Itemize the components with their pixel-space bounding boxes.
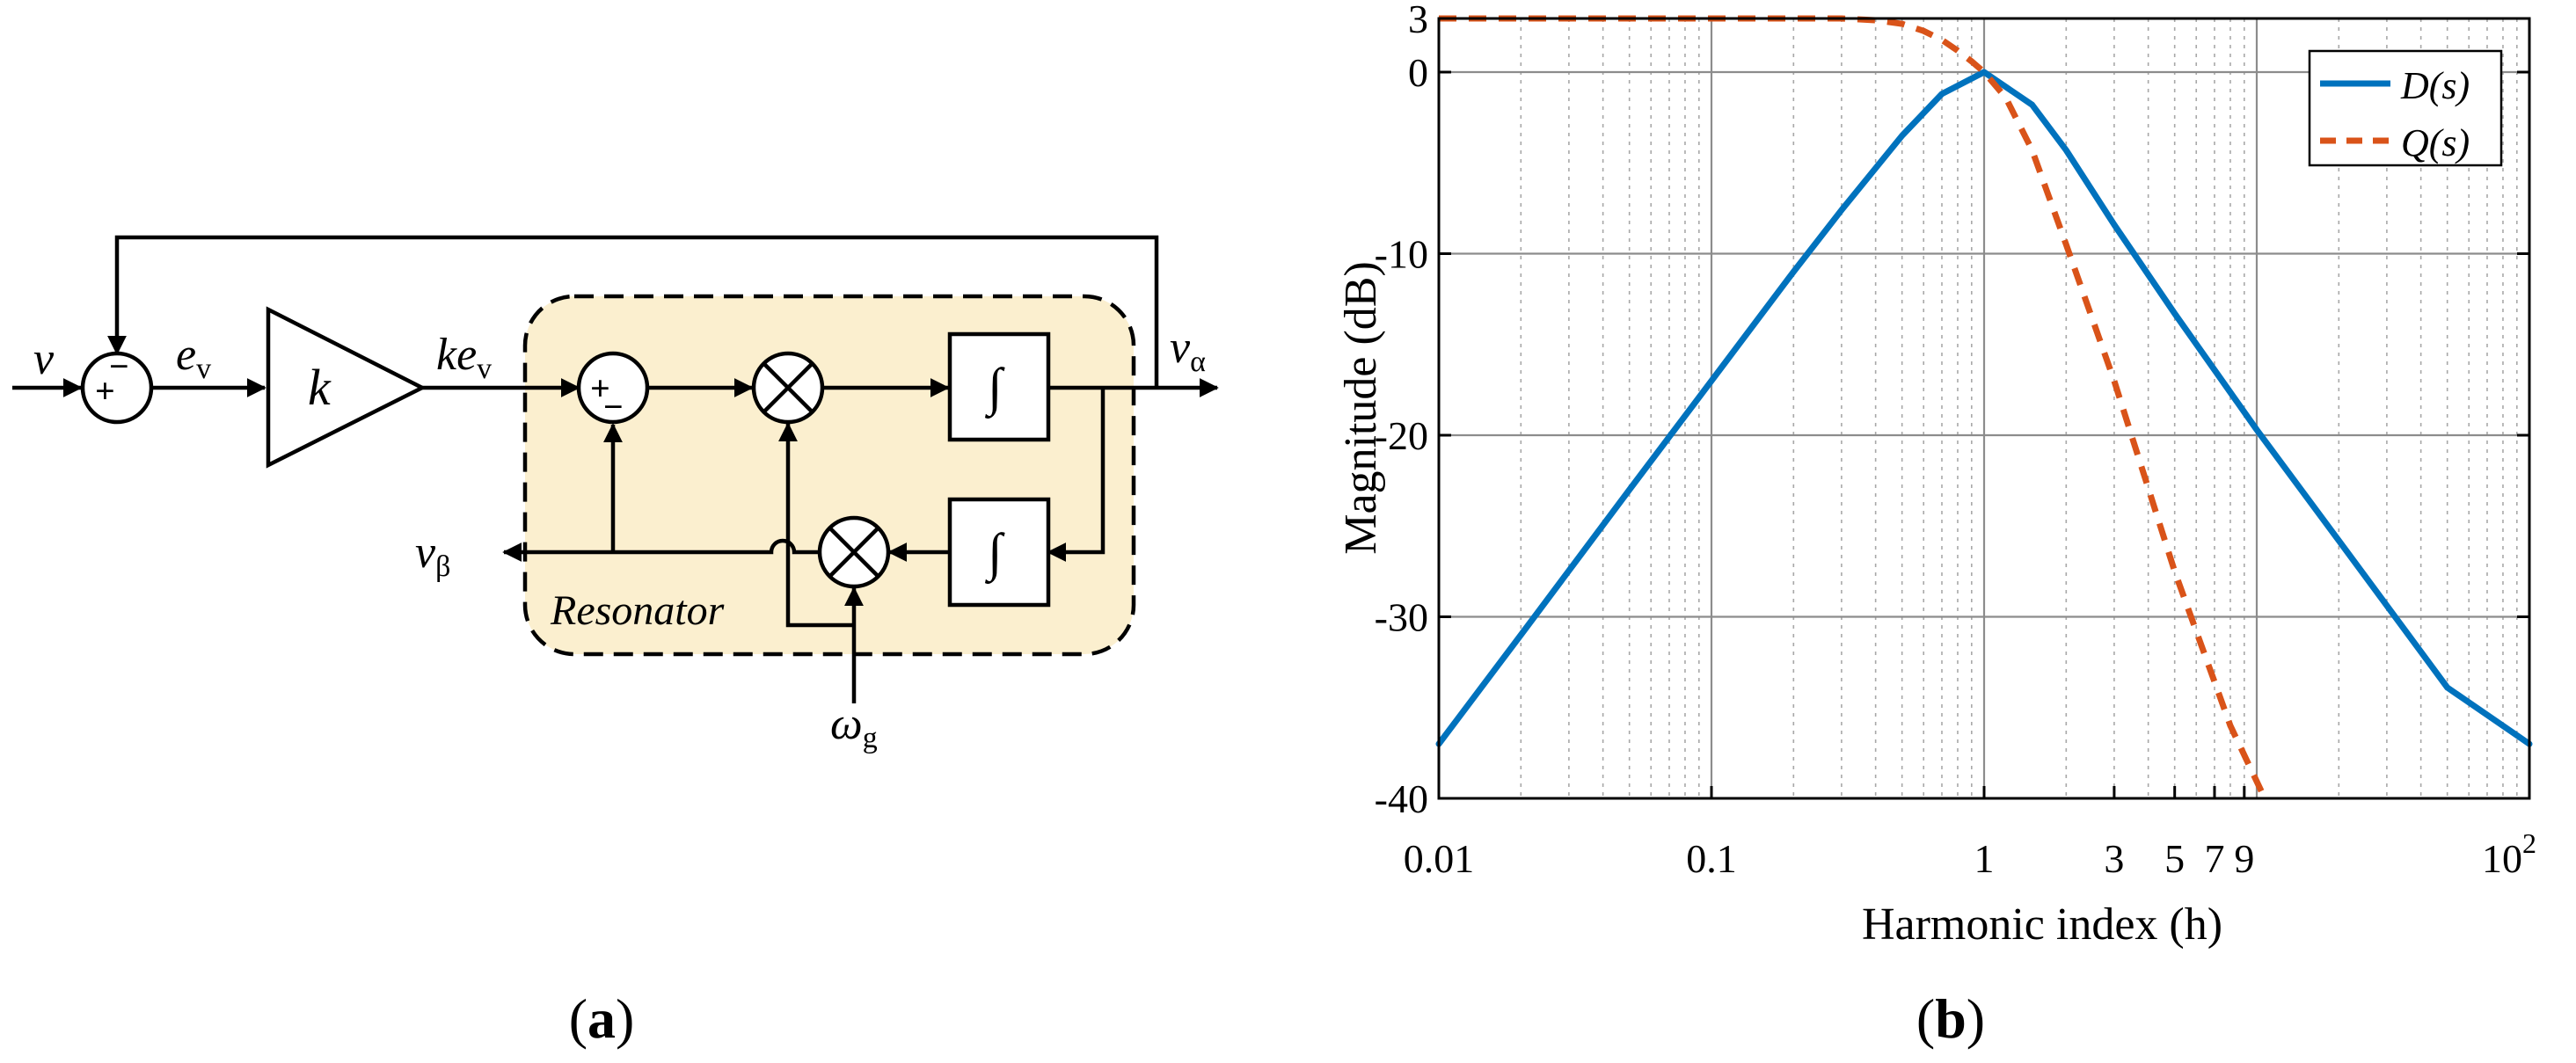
y-tick-label: -20 — [1375, 413, 1428, 458]
y-tick-label: -40 — [1375, 776, 1428, 821]
x-tick-label: 3 — [2104, 836, 2124, 881]
resonator-label: Resonator — [550, 587, 725, 634]
legend: D(s) Q(s) — [2308, 49, 2503, 167]
block-diagram: Resonator + − k + − — [12, 235, 1219, 1050]
x-tick-label: 102 — [2482, 827, 2536, 881]
gain-label: k — [308, 359, 332, 416]
integrator-1 — [947, 331, 1051, 442]
caption-a: (a) — [569, 987, 635, 1050]
sum2-minus: − — [603, 387, 624, 426]
input-label: v — [33, 334, 55, 384]
sum2-plus: + — [590, 368, 610, 408]
gain-out-label: kev — [436, 330, 492, 385]
x-tick-label: 7 — [2204, 836, 2224, 881]
legend-label-q: Q(s) — [2401, 121, 2470, 164]
legend-box — [2308, 49, 2503, 167]
integrator-2 — [947, 497, 1051, 608]
y-tick-label: 3 — [1408, 0, 1428, 41]
feedback-wire — [107, 235, 1159, 388]
omega-label: ωg — [830, 699, 878, 754]
gain-block — [266, 306, 427, 469]
tick-marks — [1437, 17, 2531, 800]
valpha-label: vα — [1170, 323, 1206, 378]
x-tick-label: 0.01 — [1404, 836, 1475, 881]
vbeta-output-wire — [502, 538, 818, 562]
int1-to-int2-wire — [1047, 388, 1106, 562]
x-tick-label: 0.1 — [1686, 836, 1737, 881]
error-label: ev — [176, 330, 211, 385]
x-tick-label: 9 — [2234, 836, 2254, 881]
multiplier-1 — [751, 351, 825, 425]
legend-label-d: D(s) — [2400, 64, 2470, 107]
multiplier-2 — [817, 515, 891, 589]
y-axis-label: Magnitude (dB) — [1336, 261, 1386, 555]
x-axis-label: Harmonic index (h) — [1862, 899, 2222, 950]
series-line-0 — [1435, 69, 2533, 747]
sum1-plus: + — [95, 371, 115, 411]
y-tick-label: -30 — [1375, 595, 1428, 640]
vbeta-label: vβ — [415, 528, 450, 583]
x-tick-label: 5 — [2164, 836, 2185, 881]
omega-to-mult1-wire — [778, 422, 854, 628]
summing-junction-2 — [576, 351, 650, 425]
integrator-1-symbol: ∫ — [985, 358, 1005, 419]
caption-b: (b) — [1916, 987, 1985, 1050]
x-tick-label: 1 — [1974, 836, 1995, 881]
integrator-2-symbol: ∫ — [985, 523, 1005, 585]
y-tick-label: 0 — [1408, 50, 1428, 95]
y-tick-label: -10 — [1375, 232, 1428, 277]
summing-junction-1 — [80, 351, 154, 425]
y-tick-labels: 3 0 -10 -20 -30 -40 — [1375, 0, 1428, 821]
sum1-minus: − — [109, 346, 129, 386]
